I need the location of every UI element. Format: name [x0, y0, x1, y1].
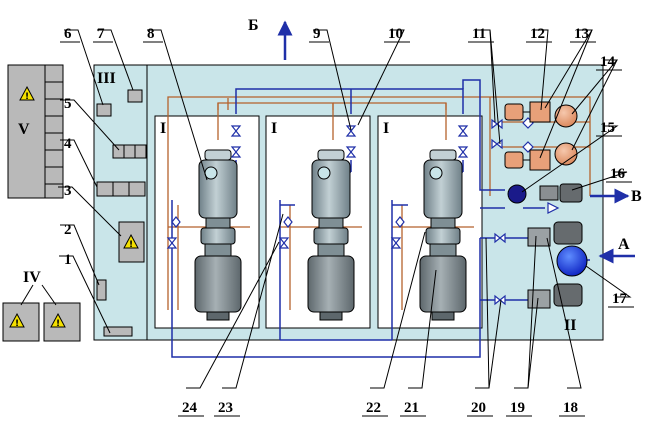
- callout-12: 12: [530, 26, 545, 42]
- label-outlet-v: В: [631, 188, 642, 205]
- unit-16: [540, 184, 582, 202]
- component-4: [97, 182, 145, 196]
- label-cell-2: I: [271, 120, 277, 137]
- reactor-assembly-1: [195, 150, 241, 320]
- callout-14: 14: [600, 54, 616, 70]
- component-7: [128, 90, 142, 102]
- callout-6: 6: [64, 26, 72, 42]
- label-zone-control: III: [97, 70, 116, 87]
- label-inlet-a: А: [618, 236, 630, 253]
- callout-23: 23: [218, 400, 233, 416]
- callout-2: 2: [64, 222, 72, 238]
- callout-15: 15: [600, 120, 615, 136]
- cabinet-v: [8, 65, 63, 198]
- remote-panels-iv: [3, 285, 80, 341]
- callout-10: 10: [388, 26, 403, 42]
- callout-13: 13: [574, 26, 589, 42]
- component-5: [113, 145, 146, 158]
- component-3: [119, 222, 144, 262]
- label-cell-3: I: [383, 120, 389, 137]
- reactor-assembly-2: [308, 150, 354, 320]
- component-6: [97, 104, 111, 116]
- callout-21: 21: [404, 400, 419, 416]
- callout-4: 4: [64, 136, 72, 152]
- label-zone-remote: IV: [23, 269, 41, 286]
- label-zone-cabinet: V: [18, 121, 30, 138]
- callout-5: 5: [64, 96, 72, 112]
- callout-22: 22: [366, 400, 381, 416]
- callout-1: 1: [64, 252, 72, 268]
- callout-16: 16: [610, 166, 626, 182]
- callout-9: 9: [313, 26, 321, 42]
- label-cell-1: I: [160, 120, 166, 137]
- callout-11: 11: [472, 26, 486, 42]
- callout-24: 24: [182, 400, 198, 416]
- reactor-assembly-3: [420, 150, 466, 320]
- label-outlet-b: Б: [248, 17, 259, 34]
- callout-20: 20: [471, 400, 486, 416]
- callout-18: 18: [563, 400, 578, 416]
- callout-3: 3: [64, 183, 72, 199]
- pump-15: [508, 185, 526, 203]
- callout-7: 7: [97, 26, 105, 42]
- callout-17: 17: [612, 291, 628, 307]
- callout-19: 19: [510, 400, 525, 416]
- pump-17: [557, 246, 587, 276]
- callout-8: 8: [147, 26, 155, 42]
